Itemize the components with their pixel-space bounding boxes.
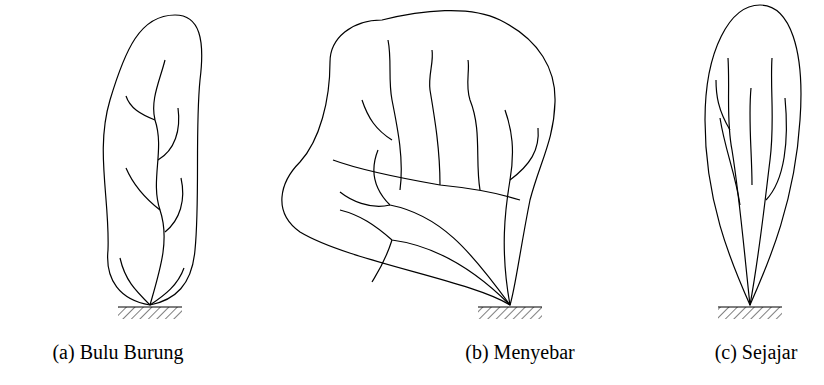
river-line [372,240,392,282]
river-line [510,128,538,180]
river-line [120,258,150,305]
ground-hatch [718,307,782,319]
river-line [374,150,510,305]
river-line [150,268,184,305]
basin-outline [705,5,801,305]
river-line [158,108,179,160]
river-line [165,178,183,232]
river-line [504,110,512,305]
river-line [430,50,440,185]
river-line [728,58,750,305]
river-line [340,192,390,206]
river-line [150,60,165,305]
ground-hatch [478,307,542,319]
river-line [126,168,160,210]
river-line [333,160,520,200]
figure-caption: (b) Menyebar [465,340,574,364]
river-line [340,210,510,305]
basin-outline [282,11,555,305]
basin-outline [103,15,201,305]
river-line [468,60,480,190]
river-line [716,80,730,130]
river-line [720,118,740,205]
river-line [766,98,786,200]
figure-caption: (c) Sejajar [715,340,798,364]
river-line [750,58,772,305]
figure-caption: (a) Bulu Burung [52,340,183,364]
river-line [126,96,155,120]
river-line [362,100,392,140]
river-line [388,40,401,190]
ground-hatch [118,307,182,319]
river-line [750,88,752,185]
